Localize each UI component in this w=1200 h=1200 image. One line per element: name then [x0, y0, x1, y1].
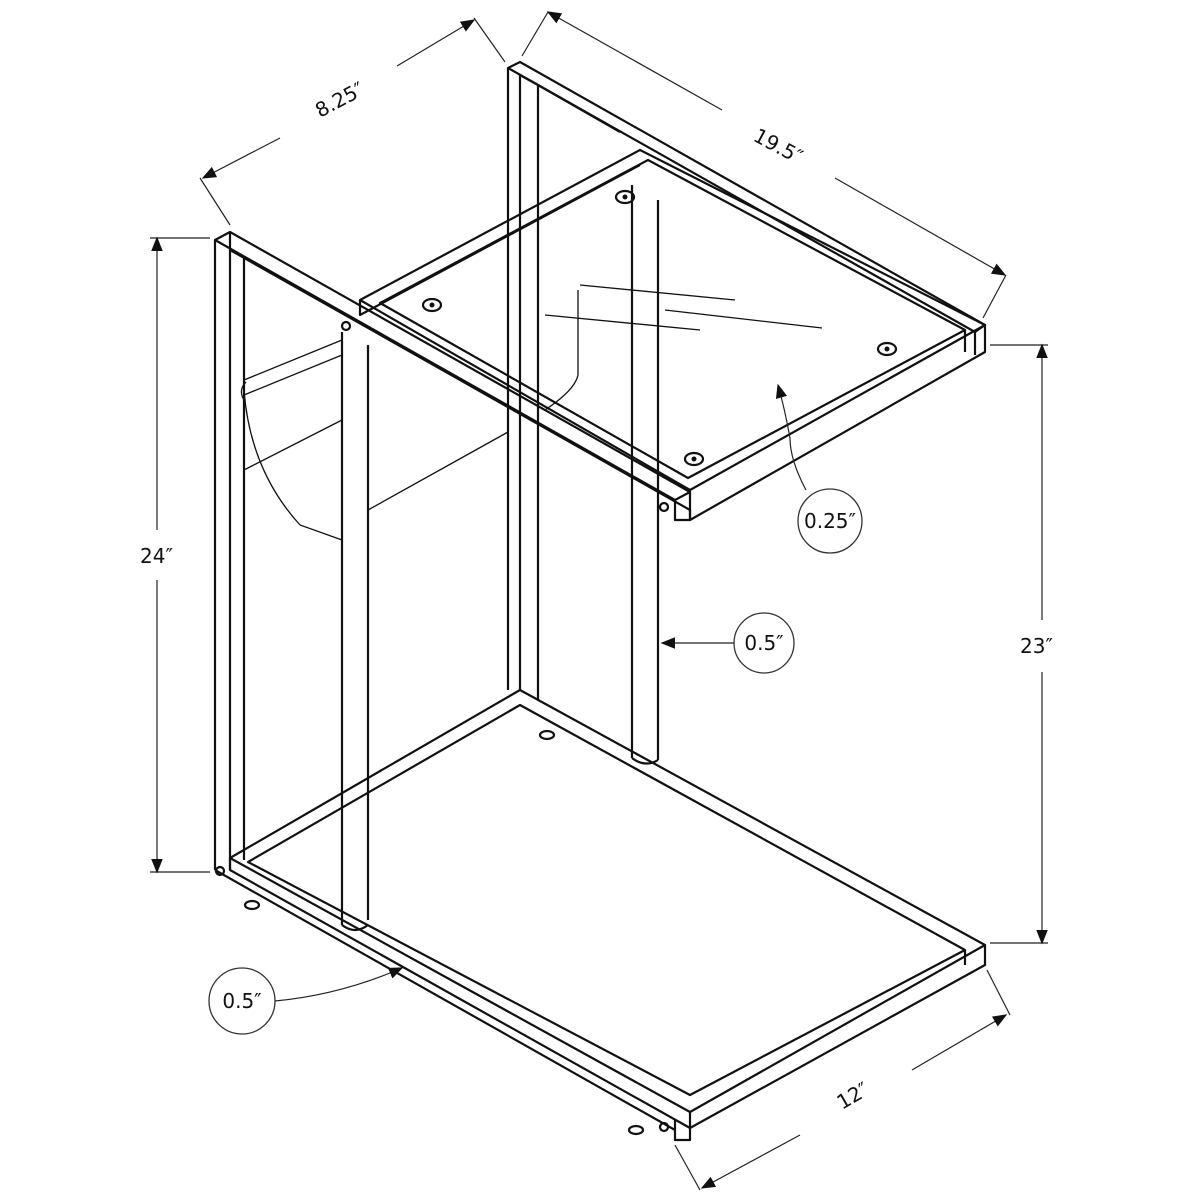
dimension-base-width: 12″ [674, 969, 1011, 1191]
front-top-bar [213, 230, 692, 870]
glass-pad [683, 451, 705, 467]
uprights [340, 185, 660, 932]
dim-label-overall-height: 24″ [140, 544, 173, 568]
callout-label-upright: 0.5″ [744, 631, 783, 655]
callout-tube-upright: 0.5″ [660, 612, 795, 674]
glass-pad [876, 341, 898, 357]
dimension-length-top: 19.5″ [521, 11, 1007, 319]
dim-label-depth: 8.25″ [311, 77, 368, 123]
glass-pad [614, 189, 636, 205]
callout-glass-thickness: 0.25″ [775, 383, 863, 554]
dimension-overall-height: 24″ [140, 236, 210, 874]
glass-pad [421, 297, 443, 313]
callout-label-base: 0.5″ [222, 989, 261, 1013]
top-frame [358, 148, 987, 522]
base-frame [214, 688, 987, 1142]
back-frame [506, 60, 987, 700]
dimension-top-height: 23″ [990, 343, 1053, 945]
dim-label-length: 19.5″ [750, 123, 807, 169]
callout-tube-base: 0.5″ [208, 967, 404, 1035]
dimension-depth-top: 8.25″ [199, 17, 506, 226]
callout-label-glass: 0.25″ [804, 509, 856, 533]
dim-label-top-height: 23″ [1020, 634, 1053, 658]
dim-label-base-width: 12″ [833, 1077, 874, 1114]
magazine-sling [240, 339, 343, 541]
